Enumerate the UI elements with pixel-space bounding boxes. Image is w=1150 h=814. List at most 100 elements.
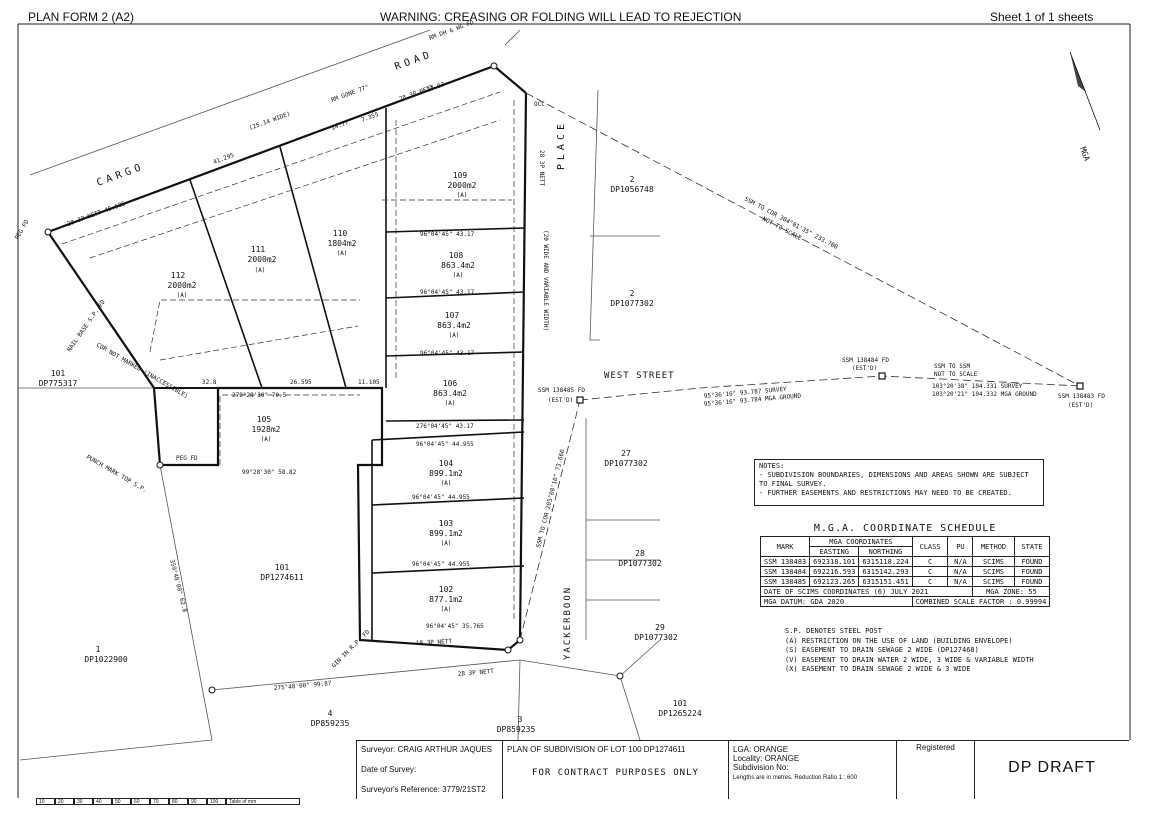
adj-lot-dp: DP859235 — [311, 719, 350, 728]
scale-tick: 10 — [36, 798, 55, 805]
lot-103-area: 899.1m2 — [429, 529, 463, 538]
plan-form-label: PLAN FORM 2 (A2) — [28, 10, 135, 24]
surveyor-reference: Surveyor's Reference: 3779/21ST2 — [361, 785, 486, 794]
col-header: METHOD — [972, 536, 1015, 557]
lga-field: LGA: ORANGE — [733, 745, 789, 754]
scale-tick: 30 — [74, 798, 93, 805]
adj-lot-num: 28 — [635, 549, 645, 558]
distance-label: 28 3P NETT — [538, 150, 545, 187]
distance-label: 32.8 — [202, 379, 217, 386]
adj-lot-dp: DP1077302 — [610, 299, 654, 308]
mark-label: COR NOT MARKED (INACCESSIBLE) — [95, 342, 189, 400]
notes-box: NOTES: - SUBDIVISION BOUNDARIES, DIMENSI… — [754, 459, 1044, 506]
table-cell: N/A — [947, 556, 974, 567]
table-cell: SSM 138484 — [759, 566, 811, 577]
lot-103-tag: (A) — [441, 540, 452, 547]
ssm-bearing: SSM TO COR 304°01'35" 233.700 — [743, 196, 839, 252]
adj-lot-num: 2 — [630, 289, 635, 298]
ssm-label: (EST'D) — [548, 397, 573, 404]
mark-label: PUNCH MARK TOP S.P. — [85, 454, 148, 494]
distance-label: 7.355 — [360, 111, 380, 124]
adj-lot-dp: DP1056748 — [610, 185, 654, 194]
road-name-west-street: WEST STREET — [604, 371, 675, 381]
distance-label: 26.595 — [290, 379, 312, 386]
lot-110-area: 1804m2 — [328, 239, 357, 248]
scale-tick: 40 — [93, 798, 112, 805]
distance-label: 37.97 — [426, 81, 446, 94]
lot-109-tag: (A) — [457, 192, 468, 199]
bearing-label: 359°48'00" 62.8 — [168, 559, 188, 614]
road-name-cargo: CARGO — [95, 161, 146, 188]
lot-102-area: 877.1m2 — [429, 595, 463, 604]
scale-tick: 60 — [131, 798, 150, 805]
notes-title: NOTES: — [759, 462, 785, 470]
adj-lot-num: 101 — [51, 369, 66, 378]
bearing-label: 96°04'45" 35.765 — [426, 623, 484, 630]
table-cell: SCIMS — [972, 556, 1015, 567]
table-cell: SCIMS — [972, 576, 1015, 587]
road-name-road: ROAD — [393, 49, 434, 73]
col-header: STATE — [1013, 536, 1051, 557]
lot-112-tag: (A) — [177, 292, 188, 299]
lot-111-area: 2000m2 — [248, 255, 277, 264]
north-label: MGA — [1078, 146, 1091, 163]
bearing-label: 275°48'00" 99.87 — [274, 680, 333, 692]
bearing-label: 99°28'30" 58.82 — [242, 469, 297, 476]
lot-112-num: 112 — [171, 271, 186, 280]
lot-103-num: 103 — [439, 519, 454, 528]
road-width-west-street: (20 WIDE AND VARIABLE WIDTH) — [542, 230, 549, 331]
distance-label: 14.77 — [330, 119, 350, 132]
scale-bar: 10 20 30 40 50 60 70 80 90 100 Table of … — [36, 798, 300, 805]
scale-caption: Table of mm — [226, 798, 300, 805]
lot-107-area: 863.4m2 — [437, 321, 471, 330]
table-row: SSM 138484 692216.593 6315142.293 C N/A … — [759, 566, 1051, 577]
bearing-label: 96°04'45" 44.955 — [412, 561, 470, 568]
lot-109-area: 2000m2 — [448, 181, 477, 190]
adj-lot-dp: DP1274611 — [260, 573, 304, 582]
subdivision-field: Subdivision No: — [733, 763, 789, 772]
lot-104-area: 899.1m2 — [429, 469, 463, 478]
mga-coordinate-schedule: M.G.A. COORDINATE SCHEDULE MARK MGA COOR… — [759, 523, 1051, 607]
legend-item: (S) EASEMENT TO DRAIN SEWAGE 2 WIDE (DP1… — [785, 646, 979, 654]
road-name-place: PLACE — [556, 120, 567, 170]
table-cell: SSM 138485 — [759, 576, 811, 587]
legend-item: S.P. DENOTES STEEL POST — [785, 627, 882, 635]
adj-lot-num: 29 — [655, 623, 665, 632]
table-cell: FOUND — [1013, 566, 1051, 577]
distance-label: 28 3P NETT — [458, 668, 495, 678]
adj-lot-dp: DP1265224 — [658, 709, 702, 718]
col-header: PU — [947, 536, 974, 557]
registered-label: Registered — [916, 743, 955, 752]
bearing-label: 96°04'45" 43.17 — [420, 231, 475, 238]
lot-111-num: 111 — [251, 245, 266, 254]
lot-104-num: 104 — [439, 459, 454, 468]
table-cell: N/A — [947, 576, 974, 587]
lot-102-tag: (A) — [441, 606, 452, 613]
lot-112-area: 2000m2 — [168, 281, 197, 290]
sheet-count: Sheet 1 of 1 sheets — [990, 10, 1094, 24]
adj-lot-dp: DP1077302 — [634, 633, 678, 642]
adj-lot-num: 1 — [96, 645, 101, 654]
lot-110-num: 110 — [333, 229, 348, 238]
lot-105-tag: (A) — [261, 436, 272, 443]
notes-item: TO FINAL SURVEY. — [759, 480, 827, 488]
adj-lot-num: 101 — [673, 699, 688, 708]
title-block: Surveyor: CRAIG ARTHUR JAQUES Date of Su… — [356, 740, 1129, 799]
table-cell: FOUND — [1013, 576, 1051, 587]
lot-106-num: 106 — [443, 379, 458, 388]
adj-lot-dp: DP859235 — [497, 725, 536, 734]
table-row: SSM 138483 692318.101 6315118.224 C N/A … — [759, 556, 1051, 567]
plan-purpose: FOR CONTRACT PURPOSES ONLY — [532, 768, 699, 778]
adj-lot-num: 2 — [630, 175, 635, 184]
ssm-label: SSM 138485 FD — [538, 387, 585, 394]
table-cell: 6315118.224 — [858, 556, 913, 567]
ssm-label: (EST'D) — [1068, 402, 1093, 409]
col-header: CLASS — [911, 536, 949, 557]
table-cell: N/A — [947, 566, 974, 577]
surveyor-name: Surveyor: CRAIG ARTHUR JAQUES — [361, 745, 492, 754]
scale-tick: 70 — [150, 798, 169, 805]
ssm-label: SSM 138483 FD — [1058, 393, 1105, 400]
bearing-label: 279°28'30" 70.5 — [232, 392, 287, 399]
lot-110-tag: (A) — [337, 250, 348, 257]
